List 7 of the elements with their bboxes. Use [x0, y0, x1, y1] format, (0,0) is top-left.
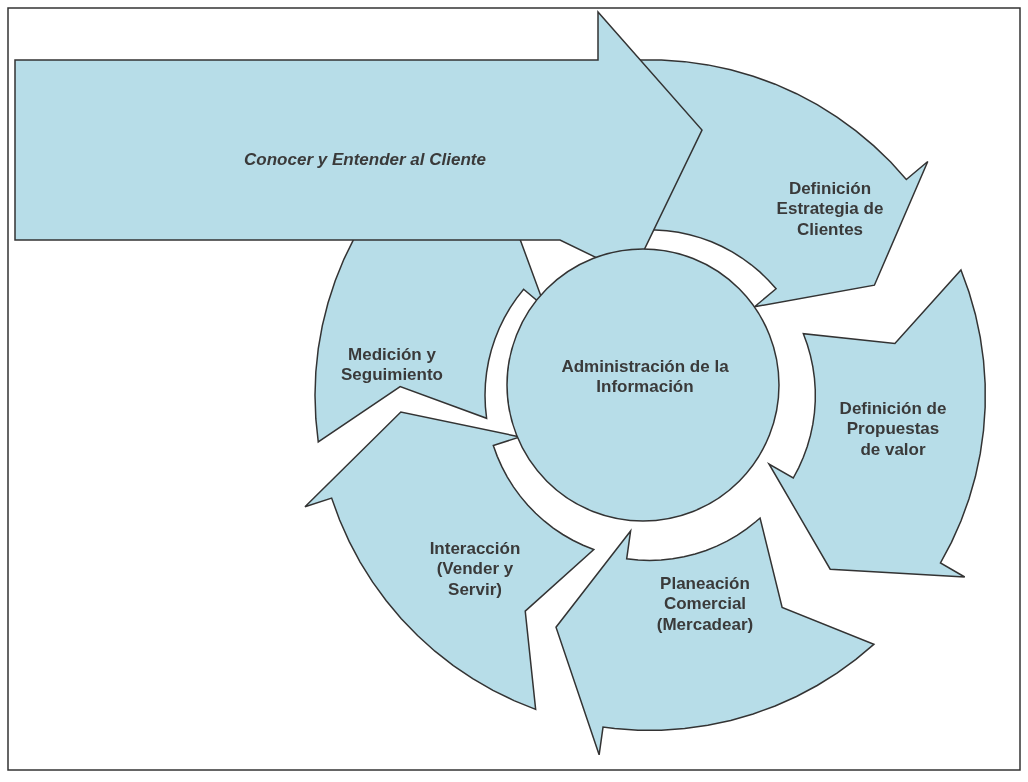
segment-label: Planeación Comercial (Mercadear)	[655, 574, 755, 636]
segment-label: Definición Estrategia de Clientes	[775, 179, 885, 241]
segment-label: Medición y Seguimiento	[340, 344, 444, 386]
segment-label: Administración de la Información	[560, 356, 730, 398]
segment-label: Interacción (Vender y Servir)	[428, 539, 522, 601]
segment-label: Conocer y Entender al Cliente	[243, 149, 487, 171]
segment-label: Definición de Propuestas de valor	[838, 399, 948, 461]
